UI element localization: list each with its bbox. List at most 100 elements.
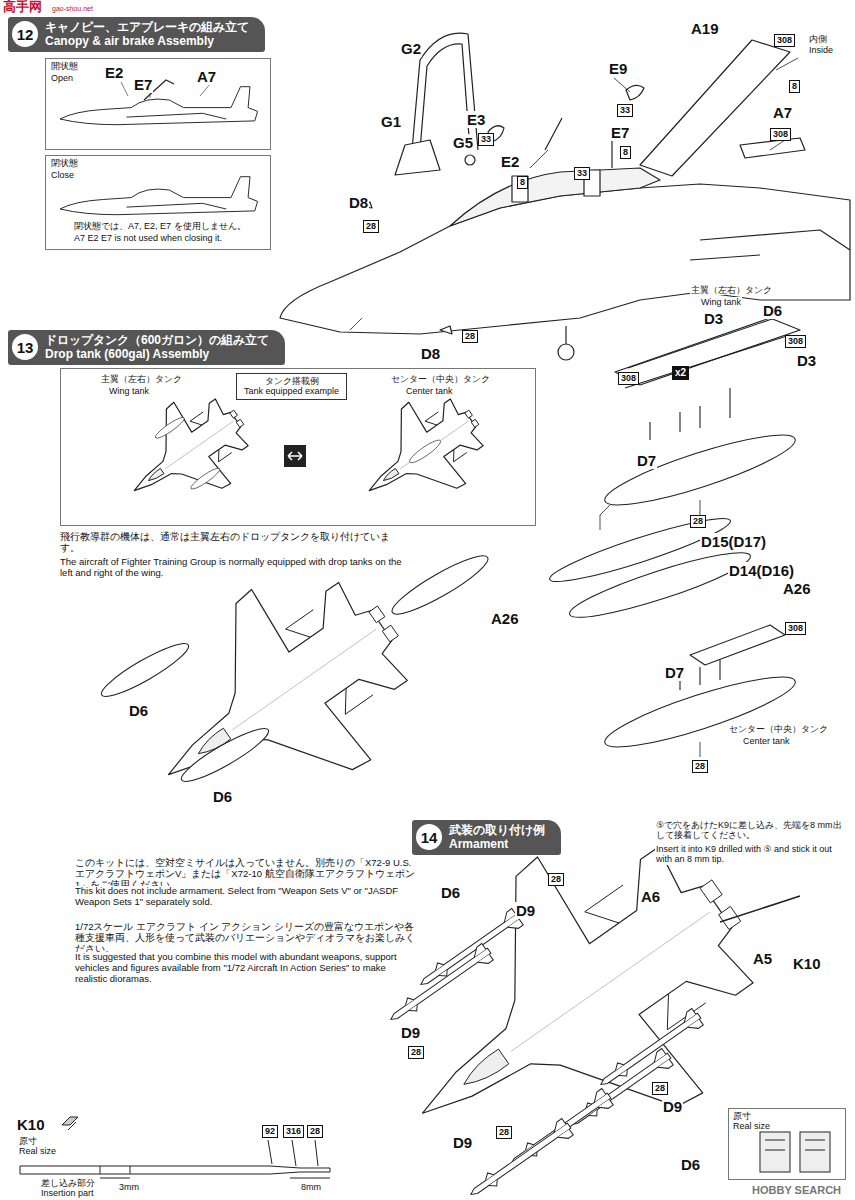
inset-text: 開状態 xyxy=(51,62,78,72)
step-title: 武装の取り付け例Armament xyxy=(449,823,545,852)
step-title-line: Drop tank (600gal) Assembly xyxy=(45,347,269,361)
callout-number: 28 xyxy=(310,1127,320,1136)
callout-number: 308 xyxy=(788,337,803,346)
step-title-line: ドロップタンク（600ガロン）の組み立て xyxy=(45,333,269,347)
callout-number: 92 xyxy=(265,1127,275,1136)
part-number: A7 xyxy=(196,68,217,85)
instruction-note: 1/72スケール エアクラフト イン アクション シリーズの豊富なウエポンや各種… xyxy=(75,922,415,955)
part-number: A19 xyxy=(690,20,720,37)
callout-number: 308 xyxy=(773,130,788,139)
inset-box: 原寸Real size xyxy=(728,1108,846,1180)
small-note: Insert it into K9 drilled with ⑤ and sti… xyxy=(655,844,847,865)
paint-callout: 28 xyxy=(363,220,379,233)
watermark: HOBBY SEARCH xyxy=(752,1184,841,1197)
callout-number: 308 xyxy=(777,36,792,45)
paint-callout: 28 xyxy=(548,873,564,886)
tab-text: タンク搭載例 xyxy=(244,376,339,386)
part-number: K10 xyxy=(16,1116,46,1133)
small-note: Center tank xyxy=(742,736,791,746)
instruction-note: 飛行教導群の機体は、通常は主翼左右のドロップタンクを取り付けています。 xyxy=(60,532,405,554)
inset-box: 開状態 Open xyxy=(45,58,271,150)
part-number: D6 xyxy=(440,884,461,901)
small-note: Wing tank xyxy=(700,297,742,307)
part-number: E7 xyxy=(133,76,153,93)
paint-callout: 33 xyxy=(617,104,633,117)
part-number: D8 xyxy=(420,345,441,362)
paint-callout: 308 xyxy=(770,128,791,141)
paint-callout: 28 xyxy=(408,1046,424,1059)
step-number: 12 xyxy=(12,21,38,47)
callout-number: 33 xyxy=(481,135,491,144)
small-note: 差し込み部分 xyxy=(40,1178,96,1188)
part-number: D15(D17) xyxy=(700,533,767,550)
instruction-note: The aircraft of Fighter Training Group i… xyxy=(60,557,405,579)
tab-text: Tank equipped example xyxy=(244,386,339,396)
callout-number: 28 xyxy=(551,875,561,884)
callout-number: 28 xyxy=(695,762,705,771)
quantity-box: x2 xyxy=(672,366,689,380)
callout-number: x2 xyxy=(675,368,686,378)
callout-number: 316 xyxy=(286,1127,301,1136)
small-note: 内側 xyxy=(808,34,828,44)
paint-callout: 28 xyxy=(496,1126,512,1139)
small-note: 8mm xyxy=(300,1182,322,1192)
inset-text: センター（中央）タンク xyxy=(391,375,490,385)
part-number: G2 xyxy=(400,40,422,57)
part-number: D6 xyxy=(680,1156,701,1173)
step-number: 13 xyxy=(12,334,38,360)
callout-number: 28 xyxy=(366,222,376,231)
step-title: ドロップタンク（600ガロン）の組み立てDrop tank (600gal) A… xyxy=(45,333,269,362)
small-note: 原寸 xyxy=(18,1136,38,1146)
paint-callout: 92 xyxy=(262,1125,278,1138)
watermark: gao-shou.net xyxy=(52,5,93,13)
callout-number: 308 xyxy=(788,624,803,633)
paint-callout: 8 xyxy=(517,176,528,189)
paint-callout: 28 xyxy=(690,515,706,528)
callout-number: 8 xyxy=(520,178,525,187)
part-number: E7 xyxy=(610,124,630,141)
small-note: Real size xyxy=(18,1146,57,1156)
part-number: E3 xyxy=(466,111,486,128)
part-number: D9 xyxy=(400,1024,421,1041)
part-number: D3 xyxy=(703,310,724,327)
small-note: Inside xyxy=(808,45,834,55)
inset-box: 閉状態Close閉状態では、A7, E2, E7 を使用しません。A7 E2 E… xyxy=(45,155,271,250)
tab-box: タンク搭載例Tank equipped example xyxy=(236,373,347,400)
part-number: K10 xyxy=(792,955,822,972)
inset-text: 原寸 xyxy=(733,1112,751,1122)
instruction-note: This kit does not include armament. Sele… xyxy=(75,886,415,908)
paint-callout: 28 xyxy=(307,1125,323,1138)
inset-text: 主翼（左右）タンク xyxy=(101,375,182,385)
inset-text: Close xyxy=(51,171,74,181)
inset-text: 閉状態では、A7, E2, E7 を使用しません。 xyxy=(74,222,246,232)
small-note: ⑤で穴をあけたK9に差し込み、先端を8 mm出して接着してください。 xyxy=(655,820,847,841)
part-number: D9 xyxy=(662,1098,683,1115)
paint-callout: 28 xyxy=(692,760,708,773)
callout-number: 33 xyxy=(620,106,630,115)
small-note: センター（中央）タンク xyxy=(728,724,829,734)
paint-callout: 33 xyxy=(574,167,590,180)
part-number: A26 xyxy=(490,610,520,627)
callout-number: 8 xyxy=(792,82,797,91)
watermark: 高手网 xyxy=(3,0,42,15)
paint-callout: 33 xyxy=(478,133,494,146)
paint-callout: 308 xyxy=(785,335,806,348)
part-number: A6 xyxy=(640,888,661,905)
part-number: A7 xyxy=(772,104,793,121)
callout-number: 28 xyxy=(465,332,475,341)
step-title-line: 武装の取り付け例 xyxy=(449,823,545,837)
inset-text: Open xyxy=(51,74,73,84)
inset-text: Real size xyxy=(733,1122,770,1132)
callout-number: 28 xyxy=(499,1128,509,1137)
paint-callout: 316 xyxy=(283,1125,304,1138)
small-note: 主翼（左右）タンク xyxy=(690,285,773,295)
callout-number: 28 xyxy=(693,517,703,526)
step-header: 12キャノピー、エアブレーキの組み立てCanopy & air brake As… xyxy=(8,17,265,52)
paint-callout: 8 xyxy=(620,146,631,159)
paint-callout: 8 xyxy=(789,80,800,93)
part-number: D14(D16) xyxy=(728,562,795,579)
part-number: E9 xyxy=(608,60,628,77)
callout-number: 8 xyxy=(623,148,628,157)
